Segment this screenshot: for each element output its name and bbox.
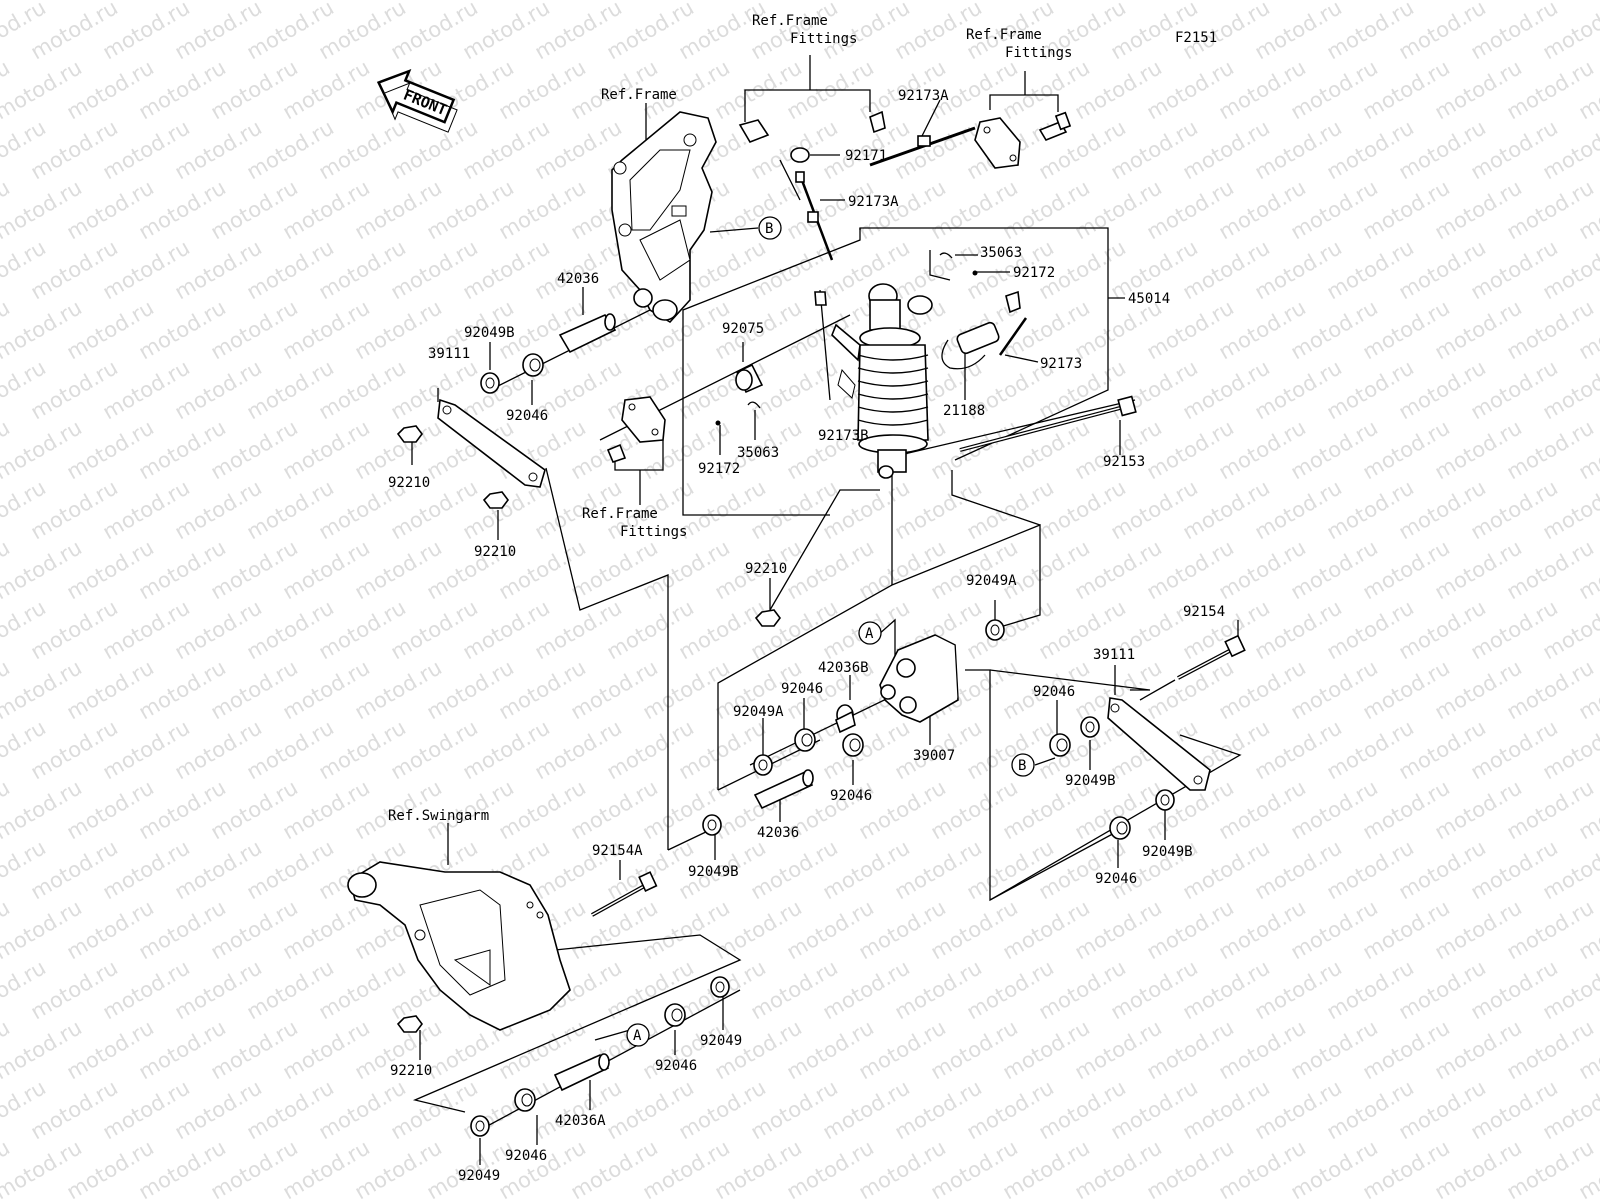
figure-code: F2151 xyxy=(1175,30,1217,46)
label-92171: 92171 xyxy=(845,148,887,164)
svg-text:A: A xyxy=(633,1028,642,1044)
label-92172-lower: 92172 xyxy=(698,461,740,477)
part-seal-92049-upper[interactable] xyxy=(711,977,729,997)
part-bearing-92046-right-upper[interactable] xyxy=(1050,734,1070,756)
part-nut-92210-a[interactable] xyxy=(398,426,422,442)
label-92210-c: 92210 xyxy=(745,561,787,577)
label-92210-d: 92210 xyxy=(390,1063,432,1079)
label-92153: 92153 xyxy=(1103,454,1145,470)
watermark-text: motod.ru xyxy=(1575,0,1600,4)
label-35063-lower: 35063 xyxy=(737,445,779,461)
label-92173A-mid: 92173A xyxy=(848,194,899,210)
label-39111-right: 39111 xyxy=(1093,647,1135,663)
ref-swingarm-label: Ref.Swingarm xyxy=(388,808,489,824)
label-45014: 45014 xyxy=(1128,291,1170,307)
label-92154A: 92154A xyxy=(592,843,643,859)
ref-frame-fittings-label-1b: Fittings xyxy=(790,31,857,47)
callout-b-upper[interactable]: B xyxy=(759,217,781,239)
label-92049A-right: 92049A xyxy=(966,573,1017,589)
ref-frame-fittings-label-3: Ref.Frame xyxy=(582,506,658,522)
label-42036-lower: 42036 xyxy=(757,825,799,841)
label-42036A: 42036A xyxy=(555,1113,606,1129)
label-92210-b: 92210 xyxy=(474,544,516,560)
label-92046-upper: 92046 xyxy=(506,408,548,424)
part-nut-92210-b[interactable] xyxy=(484,492,508,508)
label-92049B-right-upper: 92049B xyxy=(1065,773,1116,789)
callout-a-mid[interactable]: A xyxy=(859,622,881,644)
part-seal-92049B-mid[interactable] xyxy=(703,815,721,835)
part-sleeve-42036B[interactable] xyxy=(836,705,855,732)
label-92173B: 92173B xyxy=(818,428,869,444)
ref-frame-fittings-label-3b: Fittings xyxy=(620,524,687,540)
part-bearing-92046-lower-left[interactable] xyxy=(515,1089,535,1111)
svg-text:A: A xyxy=(865,626,874,642)
label-92046-lower-left: 92046 xyxy=(505,1148,547,1164)
label-92173A-top: 92173A xyxy=(898,88,949,104)
part-bearing-92046-lower-right[interactable] xyxy=(665,1004,685,1026)
label-92049-upper: 92049 xyxy=(700,1033,742,1049)
part-seal-92049A-right[interactable] xyxy=(986,620,1004,640)
part-seal-92049B-upper[interactable] xyxy=(481,373,499,393)
part-seal-92049-lower[interactable] xyxy=(471,1116,489,1136)
part-pin-92172-lower[interactable] xyxy=(716,421,721,426)
part-bearing-92046-right-lower[interactable] xyxy=(1110,817,1130,839)
label-92049B-upper: 92049B xyxy=(464,325,515,341)
label-92075: 92075 xyxy=(722,321,764,337)
label-42036-upper: 42036 xyxy=(557,271,599,287)
label-92046-right-lower: 92046 xyxy=(1095,871,1137,887)
part-clamp-92173B[interactable] xyxy=(815,292,826,305)
label-39111-left: 39111 xyxy=(428,346,470,362)
label-21188: 21188 xyxy=(943,403,985,419)
part-seal-92049B-right-lower[interactable] xyxy=(1156,790,1174,810)
label-92049B-mid: 92049B xyxy=(688,864,739,880)
ref-frame-label: Ref.Frame xyxy=(601,87,677,103)
part-bearing-92046-upper[interactable] xyxy=(523,354,543,376)
part-pin-92172-upper[interactable] xyxy=(973,271,978,276)
svg-text:B: B xyxy=(765,221,773,237)
label-92049B-right-lower: 92049B xyxy=(1142,844,1193,860)
label-92172-upper: 92172 xyxy=(1013,265,1055,281)
label-92210-a: 92210 xyxy=(388,475,430,491)
part-bearing-92046-mid-right[interactable] xyxy=(843,734,863,756)
svg-text:B: B xyxy=(1018,758,1026,774)
label-92046-mid-right: 92046 xyxy=(830,788,872,804)
part-seal-92049A-left[interactable] xyxy=(754,755,772,775)
part-seal-92049B-right-upper[interactable] xyxy=(1081,717,1099,737)
callout-a-lower[interactable]: A xyxy=(627,1024,649,1046)
ref-frame-fittings-label-2b: Fittings xyxy=(1005,45,1072,61)
ref-frame-fittings-label-1: Ref.Frame xyxy=(752,13,828,29)
label-92154: 92154 xyxy=(1183,604,1225,620)
label-92049-lower: 92049 xyxy=(458,1168,500,1184)
label-92046-mid-left: 92046 xyxy=(781,681,823,697)
label-92046-lower-right: 92046 xyxy=(655,1058,697,1074)
ref-frame-fittings-label-2: Ref.Frame xyxy=(966,27,1042,43)
part-bearing-92046-mid-left[interactable] xyxy=(795,729,815,751)
label-92173: 92173 xyxy=(1040,356,1082,372)
label-92046-right-upper: 92046 xyxy=(1033,684,1075,700)
label-39007: 39007 xyxy=(913,748,955,764)
callout-b-right[interactable]: B xyxy=(1012,754,1034,776)
label-35063-upper: 35063 xyxy=(980,245,1022,261)
label-42036B: 42036B xyxy=(818,660,869,676)
label-92049A-left: 92049A xyxy=(733,704,784,720)
